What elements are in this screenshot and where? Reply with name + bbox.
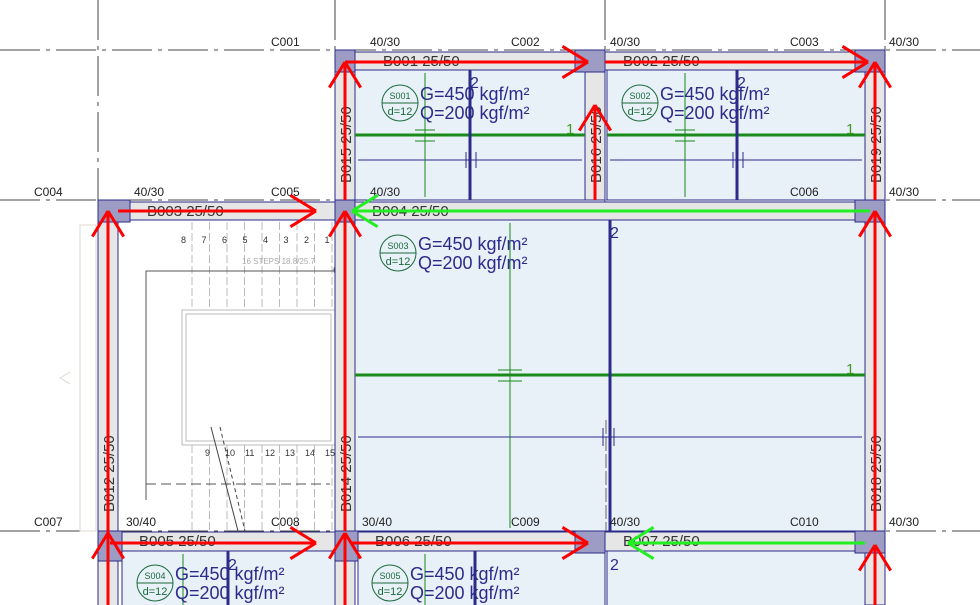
load-arrow-red	[328, 210, 362, 531]
slab-id: S002	[629, 91, 650, 101]
slab-tag-s003[interactable]: S003 d=12 G=450 kgf/m²Q=200 kgf/m²	[379, 234, 528, 273]
step-number: 13	[285, 448, 295, 458]
step-number: 10	[225, 448, 235, 458]
column-label: C001	[271, 35, 300, 49]
slab-dead-load: G=450 kgf/m²	[175, 564, 285, 584]
step-number: 15	[325, 448, 335, 458]
slab-tag-s005[interactable]: S005 d=12 G=450 kgf/m²Q=200 kgf/m²	[371, 564, 520, 603]
span-label-2: 2	[228, 557, 237, 574]
span-label-2: 2	[610, 557, 619, 574]
step-number: 9	[205, 448, 210, 458]
column-size: 40/30	[889, 185, 919, 199]
load-arrow-red	[858, 210, 892, 531]
slab-thickness: d=12	[378, 586, 403, 598]
load-arrow-red	[91, 532, 125, 605]
slab-live-load: Q=200 kgf/m²	[420, 103, 530, 123]
step-number: 1	[325, 235, 330, 245]
slabs	[121, 69, 866, 605]
load-arrow-red	[328, 61, 362, 200]
column-label: C009	[511, 515, 540, 529]
slab-dead-load: G=450 kgf/m²	[660, 84, 770, 104]
span-label-2: 2	[470, 75, 479, 92]
load-arrows	[91, 45, 892, 605]
load-arrow-red	[578, 104, 612, 200]
step-number: 11	[245, 448, 254, 458]
column-size: 40/30	[889, 35, 919, 49]
span-label-2: 2	[737, 75, 746, 92]
stair-landing	[181, 309, 336, 446]
span-label-2: 2	[610, 225, 619, 242]
span-label-1: 1	[566, 121, 574, 138]
column-label: C007	[34, 515, 63, 529]
column-label: C008	[271, 515, 300, 529]
slab-thickness: d=12	[388, 106, 413, 118]
slab-thickness: d=12	[628, 106, 653, 118]
slab-tag-s002[interactable]: S002 d=12 G=450 kgf/m²Q=200 kgf/m²	[621, 84, 770, 123]
step-number: 2	[304, 235, 309, 245]
load-arrow-green	[351, 194, 870, 228]
slab-thickness: d=12	[143, 586, 168, 598]
stair-landing-inner	[185, 313, 332, 442]
column-size: 40/30	[370, 35, 400, 49]
load-arrow-red	[345, 45, 589, 79]
step-number: 14	[305, 448, 315, 458]
slab-id: S004	[144, 571, 165, 581]
stair-walkline	[145, 270, 335, 500]
wall-outline	[79, 224, 97, 532]
slab-live-load: Q=200 kgf/m²	[418, 253, 528, 273]
span-label-1: 1	[846, 361, 854, 378]
span-label-1: 1	[846, 121, 854, 138]
slab-dead-load: G=450 kgf/m²	[410, 564, 520, 584]
stairs-note: 16 STEPS 18.8/25.7	[242, 257, 315, 266]
load-arrow-red	[858, 61, 892, 200]
load-arrow-red	[328, 532, 362, 605]
slab-id: S005	[379, 571, 400, 581]
slab-dead-load: G=450 kgf/m²	[420, 84, 530, 104]
column-size: 30/40	[362, 515, 392, 529]
column-label: C004	[34, 185, 63, 199]
staircase	[59, 222, 345, 532]
column-size: 40/30	[610, 35, 640, 49]
slab-s006[interactable]	[606, 550, 866, 605]
arrow-left-icon	[59, 371, 71, 385]
stair-break-line	[219, 426, 246, 532]
dimension-lines	[358, 152, 862, 446]
column-label: C002	[511, 35, 540, 49]
load-arrow-green	[627, 526, 865, 560]
load-arrow-red	[605, 45, 869, 79]
load-arrow-red	[118, 194, 317, 228]
column-size: 40/30	[610, 515, 640, 529]
stair-break-line	[210, 426, 239, 532]
step-number: 8	[181, 235, 186, 245]
column-size: 30/40	[126, 515, 156, 529]
step-numbers: 87654321910111213141516	[181, 235, 355, 458]
slab-live-load: Q=200 kgf/m²	[660, 103, 770, 123]
step-number: 7	[202, 235, 207, 245]
step-number: 4	[263, 235, 268, 245]
load-arrow-red	[110, 526, 317, 560]
step-number: 12	[265, 448, 275, 458]
slab-id: S001	[389, 91, 410, 101]
span-lines	[182, 70, 865, 605]
slab-dead-load: G=450 kgf/m²	[418, 234, 528, 254]
step-number: 6	[222, 235, 227, 245]
slab-thickness: d=12	[386, 256, 411, 268]
slab-tag-s004[interactable]: S004 d=12 G=450 kgf/m²Q=200 kgf/m²	[136, 564, 285, 603]
column-label: C003	[790, 35, 819, 49]
column-label: C006	[790, 185, 819, 199]
load-arrow-red	[858, 544, 892, 605]
slab-live-load: Q=200 kgf/m²	[410, 583, 520, 603]
dimension-lines-green	[182, 73, 695, 605]
step-number: 5	[243, 235, 248, 245]
step-number: 3	[284, 235, 289, 245]
column-size: 40/30	[889, 515, 919, 529]
column-label: C010	[790, 515, 819, 529]
slab-tag-s001[interactable]: S001 d=12 G=450 kgf/m²Q=200 kgf/m²	[381, 84, 530, 123]
load-arrow-red	[352, 526, 589, 560]
column-size: 40/30	[134, 185, 164, 199]
slab-id: S003	[387, 241, 408, 251]
slab-live-load: Q=200 kgf/m²	[175, 583, 285, 603]
